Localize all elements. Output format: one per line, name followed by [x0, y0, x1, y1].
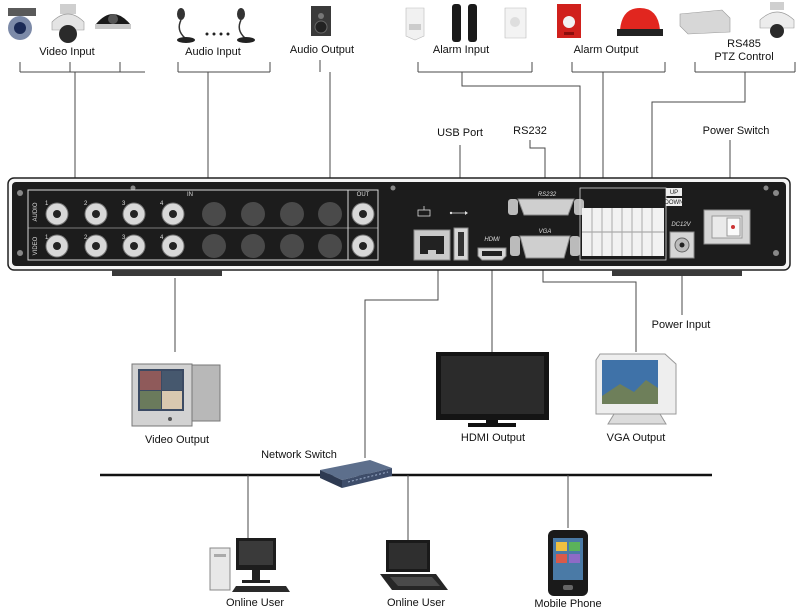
video-ch-3: 3 — [122, 235, 126, 241]
out-label: OUT — [357, 192, 370, 198]
microphone-icons — [177, 8, 255, 43]
video-input-label: Video Input — [39, 46, 94, 58]
speaker-icon — [311, 6, 331, 36]
rs232-panel-label: RS232 — [538, 192, 557, 198]
audio-output-label: Audio Output — [290, 44, 354, 56]
hdmi-port[interactable] — [477, 247, 507, 261]
usb-symbol-icon — [449, 211, 468, 215]
up-label: UP — [670, 190, 678, 196]
connection-wires — [19, 60, 796, 540]
video-ch-4: 4 — [160, 235, 164, 241]
flat-screen-tv-icon — [436, 352, 549, 427]
dc12v-label: DC12V — [671, 222, 691, 228]
crt-vga-monitor-icon — [595, 353, 677, 425]
dvr-rear-panel: IN OUT AUDIO VIDEO 1 2 3 4 1 2 3 4 — [7, 177, 791, 276]
video-ch-1: 1 — [45, 235, 49, 241]
audio-ch-3: 3 — [122, 201, 126, 207]
usb-port[interactable] — [453, 227, 469, 261]
down-label: DOWN — [665, 200, 684, 206]
video-camera-icons — [8, 4, 131, 43]
hdmi-label: HDMI — [484, 237, 500, 243]
audio-ch-1: 1 — [45, 201, 49, 207]
speed-dome-camera-icon — [51, 4, 85, 43]
alarm-output-icons — [557, 4, 663, 38]
laptop-icon — [380, 540, 448, 590]
vga-port[interactable] — [510, 235, 580, 259]
ptz-control-label: PTZ Control — [714, 51, 773, 63]
audio-video-output-connectors[interactable] — [351, 202, 375, 258]
audio-input-label: Audio Input — [185, 46, 241, 58]
video-ch-2: 2 — [84, 235, 88, 241]
alarm-output-label: Alarm Output — [574, 44, 639, 56]
mobile-phone-label: Mobile Phone — [534, 598, 601, 610]
alarm-sensor-icons — [405, 4, 527, 42]
blank-port-covers — [202, 202, 342, 258]
ethernet-port[interactable] — [413, 229, 451, 261]
rs232-port[interactable] — [508, 198, 584, 216]
power-switch-label: Power Switch — [703, 125, 770, 137]
ptz-device-icons — [679, 2, 795, 38]
video-input-connectors[interactable] — [45, 234, 185, 258]
power-input-label: Power Input — [652, 319, 711, 331]
crt-monitor-icon — [131, 363, 221, 427]
audio-ch-2: 2 — [84, 201, 88, 207]
network-port-icon — [417, 206, 431, 217]
vga-label: VGA — [539, 229, 552, 235]
online-user-1-label: Online User — [226, 597, 284, 609]
box-camera-icon — [8, 8, 36, 40]
power-switch[interactable] — [703, 209, 751, 245]
vga-output-label: VGA Output — [607, 432, 666, 444]
audio-ch-4: 4 — [160, 201, 164, 207]
online-user-2-label: Online User — [387, 597, 445, 609]
rs232-label: RS232 — [513, 125, 547, 137]
audio-input-connectors[interactable] — [45, 202, 185, 226]
dc-power-input[interactable] — [669, 231, 695, 259]
alarm-input-label: Alarm Input — [433, 44, 489, 56]
video-output-label: Video Output — [145, 434, 209, 446]
in-label: IN — [187, 192, 193, 198]
dome-camera-icon — [95, 14, 131, 29]
video-label: VIDEO — [33, 236, 39, 255]
network-switch-label: Network Switch — [261, 449, 337, 461]
desktop-computer-icon — [209, 538, 290, 592]
hdmi-output-label: HDMI Output — [461, 432, 525, 444]
rs485-label: RS485 — [727, 38, 761, 50]
audio-label: AUDIO — [33, 202, 39, 221]
usb-port-label: USB Port — [437, 127, 483, 139]
network-switch-icon — [320, 460, 392, 488]
mobile-phone-icon — [548, 530, 588, 596]
alarm-terminal-block[interactable]: UP DOWN — [579, 187, 684, 261]
